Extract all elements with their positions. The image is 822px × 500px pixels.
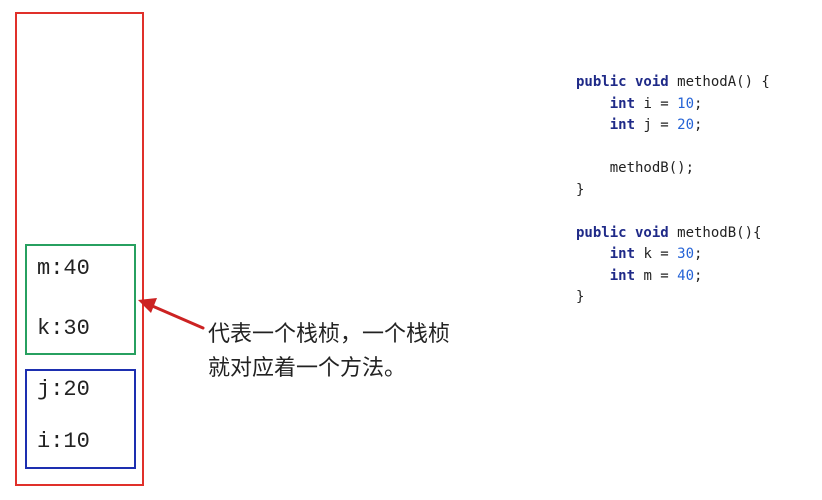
code-keyword: public void (576, 74, 669, 90)
code-line: methodB(); (576, 158, 770, 180)
code-keyword: int (609, 246, 636, 262)
code-text: } (576, 289, 585, 305)
code-text (576, 246, 610, 262)
code-line (576, 137, 770, 159)
code-text: ; (694, 267, 703, 284)
code-text: ; (694, 246, 703, 262)
code-text: methodA() { (668, 74, 770, 90)
code-text: } (576, 181, 585, 198)
stack-frame-methodA: j:20 i:10 (25, 369, 136, 469)
arrow-line (148, 303, 205, 330)
stack-frame-methodB: m:40 k:30 (25, 244, 136, 355)
stack-container (15, 12, 144, 486)
stack-var: m:40 (37, 256, 90, 281)
code-line: int k = 30; (576, 244, 770, 266)
code-line: public void methodA() { (576, 72, 770, 94)
code-number: 30 (677, 246, 695, 262)
code-keyword: public void (576, 224, 669, 241)
code-keyword: int (609, 95, 636, 112)
annotation-line-1: 代表一个栈桢，一个栈桢 (208, 322, 451, 347)
code-text: k = (635, 246, 678, 262)
code-keyword: int (609, 267, 636, 284)
annotation-line-2: 就对应着一个方法。 (208, 356, 407, 381)
code-text (576, 268, 610, 284)
code-text: j = (635, 117, 678, 133)
code-number: 20 (677, 117, 695, 133)
code-line: public void methodB(){ (576, 223, 770, 245)
code-text (576, 96, 610, 112)
code-text: methodB(){ (668, 224, 762, 241)
code-text: i = (635, 95, 678, 112)
code-line: int m = 40; (576, 266, 770, 288)
code-number: 40 (677, 267, 695, 284)
code-text: m = (635, 267, 678, 284)
code-text (576, 117, 610, 133)
stack-var: j:20 (37, 377, 90, 402)
code-line: int j = 20; (576, 115, 770, 137)
code-text: ; (694, 95, 703, 112)
code-line: } (576, 180, 770, 202)
code-number: 10 (677, 95, 695, 112)
stack-var: k:30 (37, 316, 90, 341)
code-line: int i = 10; (576, 94, 770, 116)
frame-annotation: 代表一个栈桢，一个栈桢 就对应着一个方法。 (208, 318, 528, 386)
code-text: ; (694, 117, 703, 133)
code-keyword: int (609, 117, 636, 133)
code-line (576, 201, 770, 223)
code-snippet: public void methodA() { int i = 10; int … (576, 72, 770, 309)
stack-var: i:10 (37, 429, 90, 454)
code-text: methodB(); (576, 160, 695, 176)
code-line: } (576, 287, 770, 309)
